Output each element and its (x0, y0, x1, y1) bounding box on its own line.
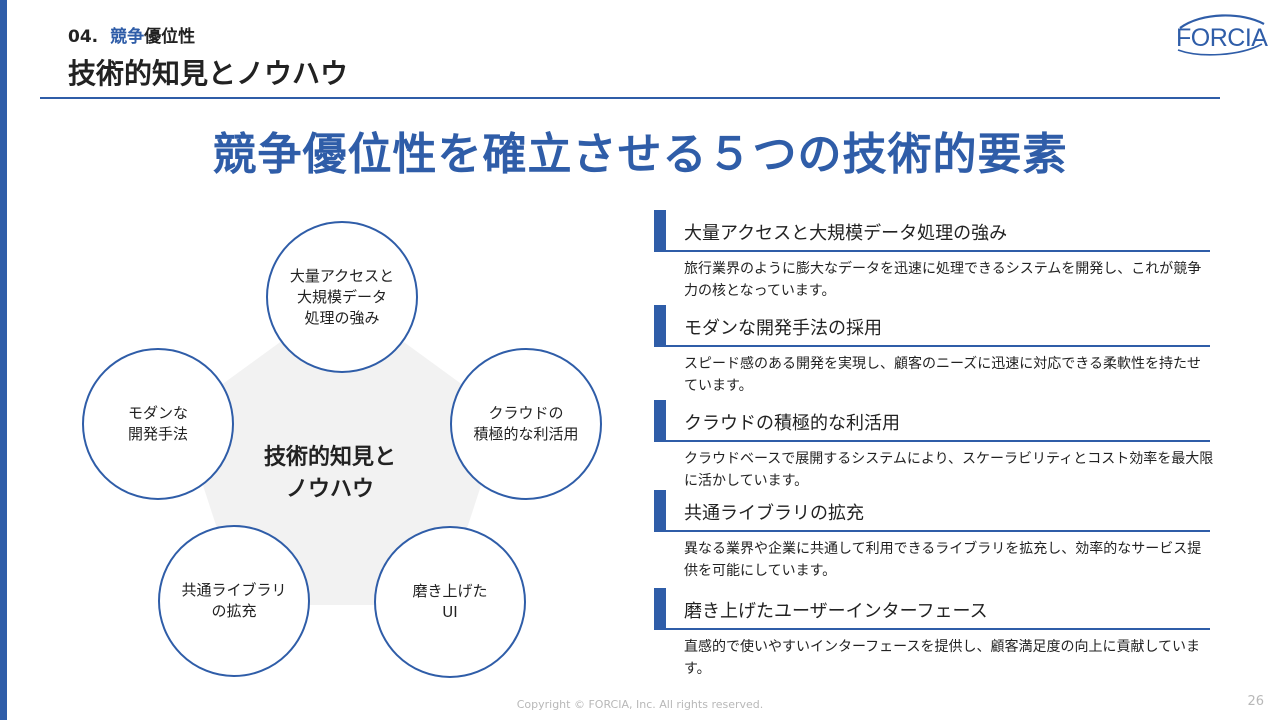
node-shared-library: 共通ライブラリ の拡充 (158, 525, 310, 677)
item-description: 直感的で使いやすいインターフェースを提供し、顧客満足度の向上に貢献しています。 (684, 639, 1201, 677)
slide-title: 技術的知見とノウハウ (68, 57, 349, 90)
item-accent-bar (654, 400, 666, 442)
svg-text:FORCIA: FORCIA (1176, 24, 1268, 52)
item-title: クラウドの積極的な利活用 (684, 413, 900, 434)
center-label: 技術的知見と ノウハウ (263, 445, 396, 502)
item-accent-bar (654, 490, 666, 532)
node-large-access: 大量アクセスと 大規模データ 処理の強み (266, 221, 418, 373)
item-header: 大量アクセスと大規模データ処理の強み (654, 210, 1214, 252)
item-title: 磨き上げたユーザーインターフェース (684, 601, 988, 622)
header-divider (40, 97, 1220, 99)
item-accent-bar (654, 210, 666, 252)
pentagon-diagram: 大量アクセスと 大規模データ 処理の強み クラウドの 積極的な利活用 磨き上げた… (60, 200, 620, 690)
item-accent-bar (654, 305, 666, 347)
list-item: クラウドの積極的な利活用 クラウドベースで展開するシステムにより、スケーラビリテ… (654, 400, 1214, 492)
copyright-text: Copyright © FORCIA, Inc. All rights rese… (516, 698, 764, 711)
item-header: 共通ライブラリの拡充 (654, 490, 1214, 532)
section-number: 04. (68, 27, 99, 47)
item-description: 旅行業界のように膨大なデータを迅速に処理できるシステムを開発し、これが競争力の核… (684, 261, 1202, 299)
node-modern-dev: モダンな 開発手法 (82, 348, 234, 500)
item-accent-bar (654, 588, 666, 630)
section-accent-text: 競争 (110, 27, 145, 47)
list-item: 共通ライブラリの拡充 異なる業界や企業に共通して利用できるライブラリを拡充し、効… (654, 490, 1214, 582)
item-underline (666, 440, 1210, 442)
forcia-logo: FORCIA (1176, 14, 1269, 56)
section-rest-text: 優位性 (144, 27, 196, 47)
list-item: 磨き上げたユーザーインターフェース 直感的で使いやすいインターフェースを提供し、… (654, 588, 1214, 680)
page-number: 26 (1247, 694, 1264, 709)
item-header: クラウドの積極的な利活用 (654, 400, 1214, 442)
main-heading: 競争優位性を確立させる５つの技術的要素 (212, 129, 1068, 180)
list-item: 大量アクセスと大規模データ処理の強み 旅行業界のように膨大なデータを迅速に処理で… (654, 210, 1214, 302)
item-description: スピード感のある開発を実現し、顧客のニーズに迅速に対応できる柔軟性を持たせていま… (684, 356, 1202, 394)
node-polished-ui: 磨き上げた UI (374, 526, 526, 678)
item-underline (666, 345, 1210, 347)
pentagon-background (180, 297, 504, 605)
item-underline (666, 250, 1210, 252)
item-header: モダンな開発手法の採用 (654, 305, 1214, 347)
left-accent-bar (0, 0, 7, 720)
node-cloud: クラウドの 積極的な利活用 (450, 348, 602, 500)
item-underline (666, 530, 1210, 532)
item-description: 異なる業界や企業に共通して利用できるライブラリを拡充し、効率的なサービス提供を可… (684, 541, 1202, 579)
item-header: 磨き上げたユーザーインターフェース (654, 588, 1214, 630)
item-title: 共通ライブラリの拡充 (684, 503, 864, 524)
list-item: モダンな開発手法の採用 スピード感のある開発を実現し、顧客のニーズに迅速に対応で… (654, 305, 1214, 397)
item-title: 大量アクセスと大規模データ処理の強み (684, 223, 1008, 244)
item-underline (666, 628, 1210, 630)
item-title: モダンな開発手法の採用 (684, 318, 882, 339)
item-description: クラウドベースで展開するシステムにより、スケーラビリティとコスト効率を最大限に活… (684, 451, 1214, 489)
section-label: 04. 競争優位性 (68, 22, 195, 47)
